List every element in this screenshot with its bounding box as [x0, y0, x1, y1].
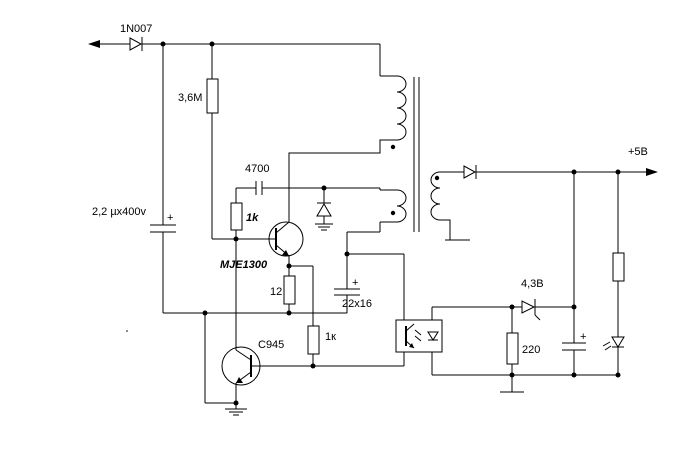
capacitor-22x16: + 22x16 — [334, 254, 372, 313]
capacitor-4700-label: 4700 — [245, 163, 269, 175]
capacitor-input: + 2,2 µx400v — [92, 44, 176, 313]
capacitor-output-plus: + — [580, 331, 586, 343]
zener-diode-icon — [521, 300, 536, 314]
resistor-1k-base: 1k — [230, 202, 259, 350]
transistor-mje1300-label: MJE1300 — [220, 259, 268, 271]
resistor-3-6m: 3,6M — [178, 44, 268, 240]
optocoupler-icon — [395, 319, 443, 353]
resistor-1k-base-label: 1k — [246, 212, 259, 224]
zener-4-3b: 4,3B — [512, 278, 574, 321]
diode-icon — [463, 165, 477, 179]
resistor-220-label: 220 — [522, 344, 540, 356]
output-diode: +5B — [450, 146, 658, 179]
capacitor-22x16-label: 22x16 — [342, 298, 372, 310]
diode-icon — [129, 37, 143, 51]
resistor-12-label: 12 — [270, 286, 282, 298]
transistor-c945: C945 — [221, 339, 404, 403]
transformer — [288, 75, 470, 241]
optocoupler — [395, 319, 443, 353]
resistor-12: 12 — [270, 266, 296, 313]
protection-diode — [315, 188, 333, 231]
resistor-icon — [506, 332, 519, 365]
diode-1n007-label: 1N007 — [120, 23, 152, 35]
ground-c945 — [225, 403, 247, 416]
resistor-icon — [206, 78, 219, 114]
output-5v-label: +5B — [628, 146, 648, 158]
zener-diode-icon — [316, 203, 332, 217]
resistor-220: 220 — [506, 307, 540, 392]
capacitor-22x16-plus: + — [352, 277, 358, 289]
zener-4-3b-label: 4,3B — [521, 278, 544, 290]
capacitor-input-label: 2,2 µx400v — [92, 206, 147, 218]
led-icon — [611, 336, 625, 348]
led-branch — [602, 172, 625, 375]
resistor-icon — [307, 325, 320, 355]
resistor-1k-emitter: 1к — [307, 325, 336, 366]
capacitor-input-plus: + — [167, 212, 173, 224]
resistor-1k-emitter-label: 1к — [325, 331, 336, 343]
transistor-c945-label: C945 — [258, 339, 284, 351]
resistor-3-6m-label: 3,6M — [178, 92, 202, 104]
transformer-icon — [288, 75, 407, 222]
diode-1n007: 1N007 — [120, 23, 152, 51]
resistor-icon — [283, 275, 296, 305]
output-arrow-icon — [646, 168, 658, 176]
capacitor-output: + — [562, 172, 586, 375]
capacitor-4700: 4700 — [235, 163, 381, 203]
input-arrow-icon — [88, 40, 100, 48]
resistor-icon — [612, 252, 625, 282]
transistor-mje1300: MJE1300 — [220, 221, 304, 271]
resistor-icon — [230, 202, 243, 231]
input-rail — [88, 40, 381, 76]
